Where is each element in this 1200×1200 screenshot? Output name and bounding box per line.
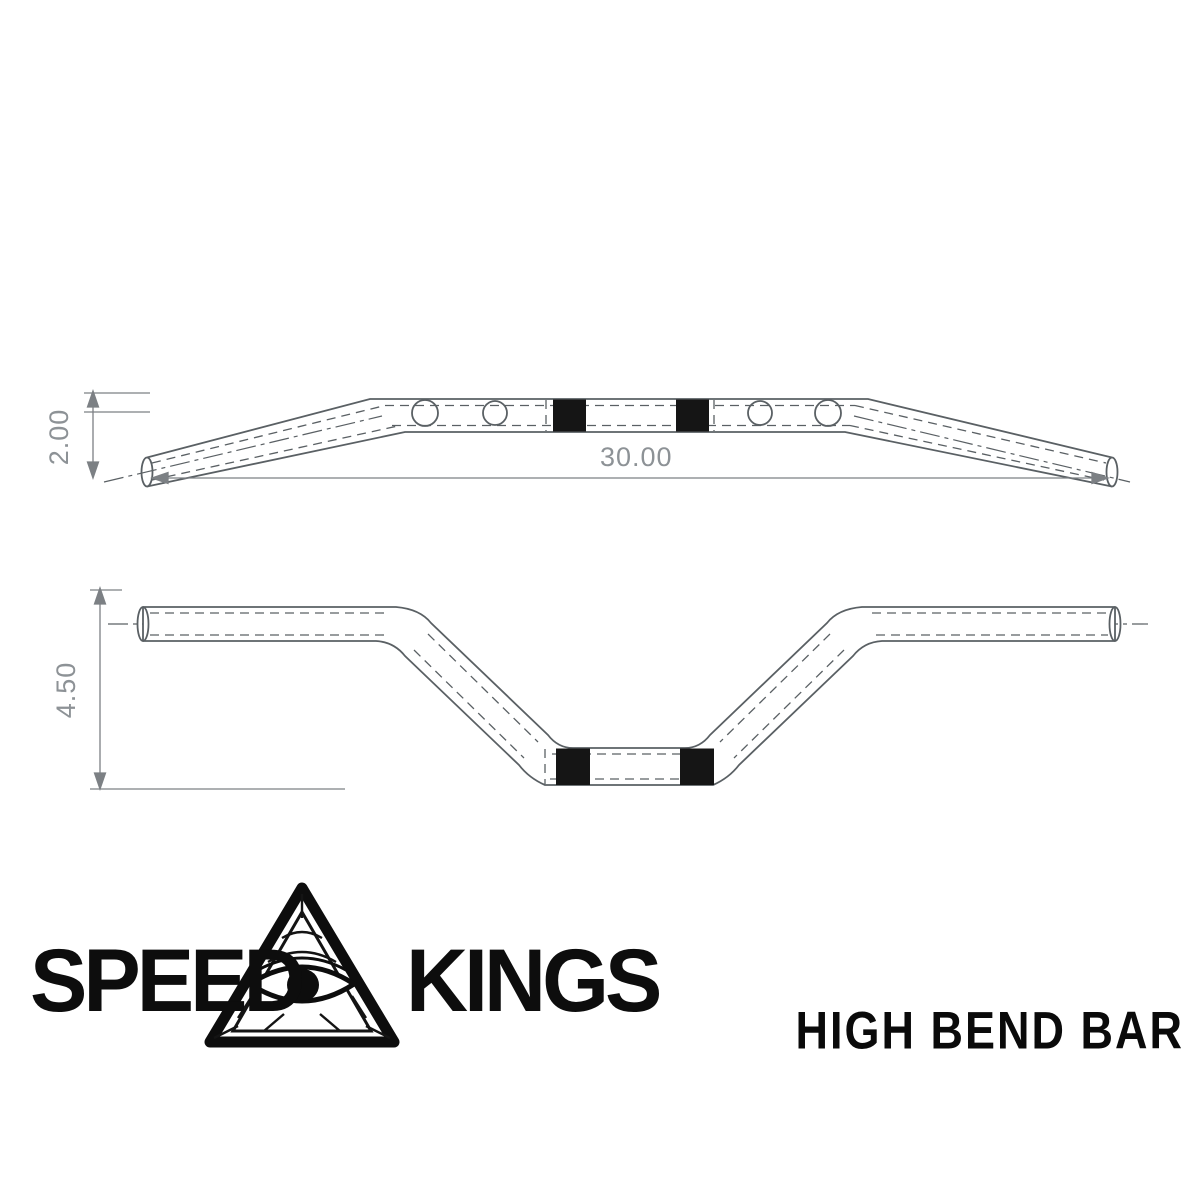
dimension-top-rise-label: 2.00 xyxy=(44,409,74,466)
spiderweb-texture xyxy=(213,894,391,1040)
handlebar-front-view xyxy=(108,606,1148,786)
top-view-outline xyxy=(140,398,1119,488)
eye-icon xyxy=(247,956,357,1004)
dimension-front-rise: 4.50 xyxy=(51,586,345,791)
front-view-clamp-marks xyxy=(556,748,714,785)
top-view-wiring-holes xyxy=(411,399,842,427)
handlebar-top-view xyxy=(103,398,1131,488)
front-view-tube-ends xyxy=(136,606,1122,642)
brand-word-kings: KINGS xyxy=(406,931,662,1031)
dimension-overall-width: 30.00 xyxy=(150,442,1110,485)
product-name: HIGH BEND BAR xyxy=(795,1000,1184,1061)
top-view-hidden-lines xyxy=(151,400,1107,481)
top-view-clamp-marks xyxy=(553,399,709,432)
all-seeing-eye-pyramid-icon xyxy=(204,882,400,1048)
brand-word-speed: SPEED xyxy=(30,931,306,1031)
dimension-top-rise: 2.00 xyxy=(44,389,150,480)
top-view-centerlines xyxy=(103,415,1131,483)
dimension-front-rise-label: 4.50 xyxy=(51,662,81,719)
front-view-outline xyxy=(142,606,1116,786)
dimension-overall-width-label: 30.00 xyxy=(600,442,673,472)
